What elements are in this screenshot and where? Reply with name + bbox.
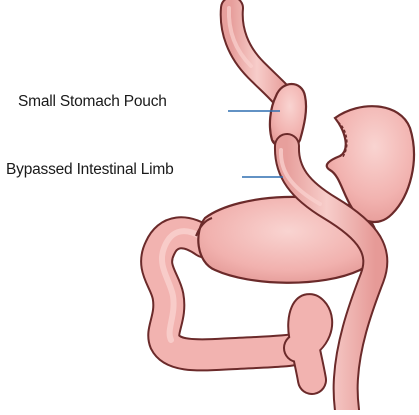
- small-stomach-pouch-label: Small Stomach Pouch: [18, 93, 167, 111]
- bypassed-intestinal-limb-label: Bypassed Intestinal Limb: [6, 161, 174, 179]
